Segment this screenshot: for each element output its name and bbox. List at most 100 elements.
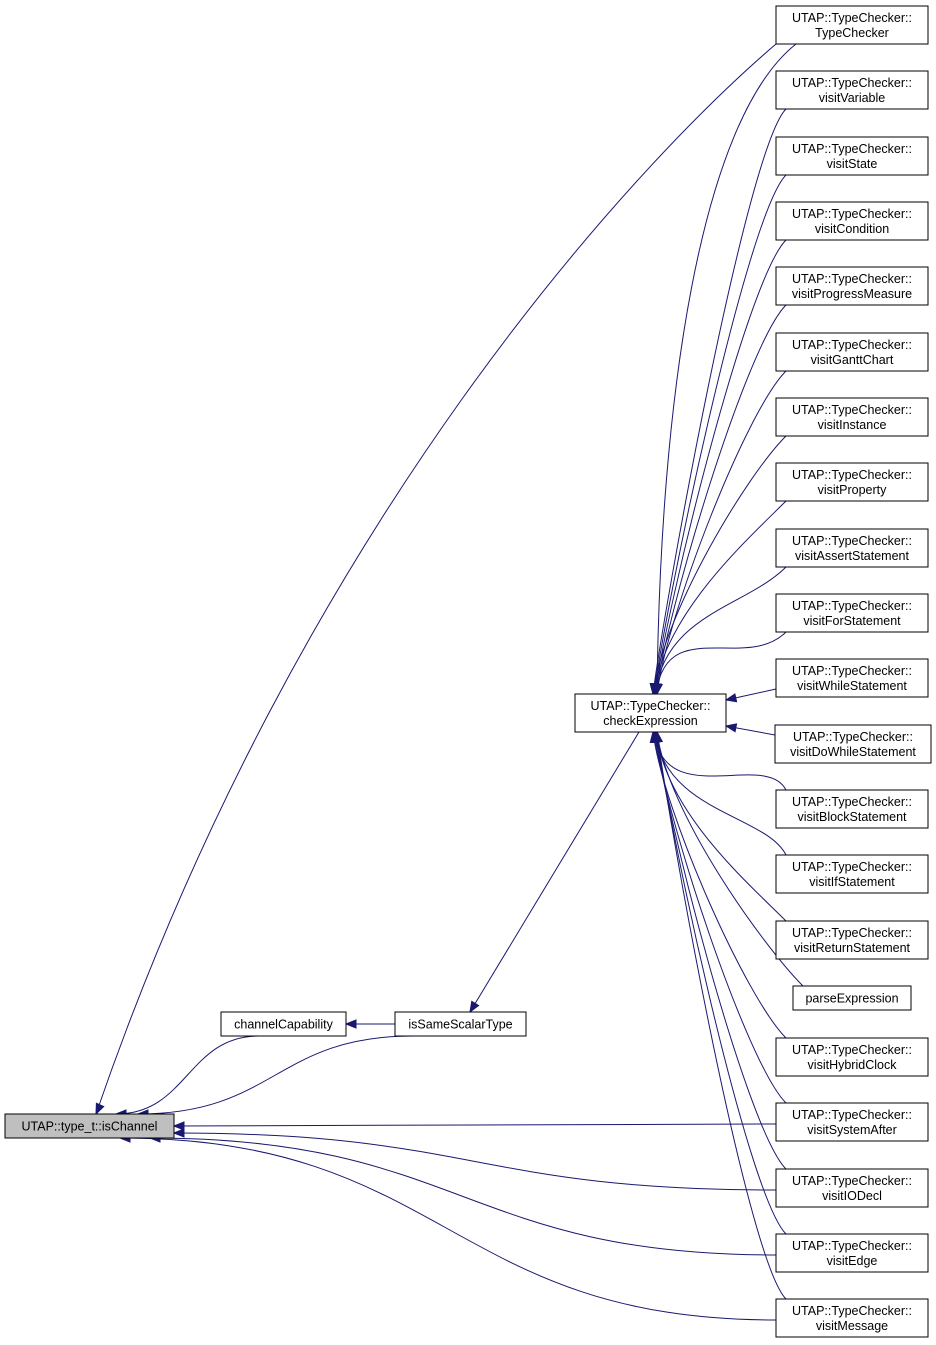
edge-visitblockstatement-to-checkexpression <box>650 730 787 791</box>
node-issamescalartype[interactable]: isSameScalarType <box>394 1011 527 1037</box>
edge-visitdowhilestatement-to-checkexpression <box>724 723 776 736</box>
edge-visitvariable-to-checkexpression <box>649 108 787 696</box>
arrowhead <box>172 1128 185 1138</box>
node-visitiodecl[interactable]: UTAP::TypeChecker::visitIODecl <box>775 1168 929 1208</box>
node-visithybridclock[interactable]: UTAP::TypeChecker::visitHybridClock <box>775 1037 929 1077</box>
edge-visitwhilestatement-to-checkexpression <box>724 688 777 703</box>
node-box <box>775 1037 929 1077</box>
node-label: UTAP::TypeChecker:: <box>792 1174 912 1188</box>
node-label: UTAP::TypeChecker:: <box>792 272 912 286</box>
node-label: UTAP::TypeChecker:: <box>591 699 711 713</box>
node-visitreturnstatement[interactable]: UTAP::TypeChecker::visitReturnStatement <box>775 920 929 960</box>
node-box <box>220 1011 347 1037</box>
node-box <box>775 5 929 45</box>
node-visitsystemafter[interactable]: UTAP::TypeChecker::visitSystemAfter <box>775 1102 929 1142</box>
node-label: UTAP::type_t::isChannel <box>22 1120 158 1134</box>
node-visitedge[interactable]: UTAP::TypeChecker::visitEdge <box>775 1233 929 1273</box>
edge-visitinstance-to-checkexpression <box>649 435 787 696</box>
node-box <box>792 985 912 1011</box>
edge-visitsystemafter-to-ischannel <box>172 1121 777 1131</box>
node-box <box>775 789 929 829</box>
node-box <box>775 201 929 241</box>
node-label: checkExpression <box>603 714 698 728</box>
arrowhead <box>724 723 738 733</box>
edge-issamescalartype-to-channelcapability <box>344 1019 395 1029</box>
node-label: TypeChecker <box>815 26 889 40</box>
node-label: visitProperty <box>818 483 888 497</box>
node-label: UTAP::TypeChecker:: <box>792 664 912 678</box>
edge-visitiodecl-to-ischannel <box>172 1128 777 1191</box>
edge-checkexpression-to-issamescalartype <box>469 731 640 1014</box>
node-typechecker[interactable]: UTAP::TypeChecker::TypeChecker <box>775 5 929 45</box>
arrowhead <box>95 1102 105 1116</box>
node-box <box>775 397 929 437</box>
node-visitganttchart[interactable]: UTAP::TypeChecker::visitGanttChart <box>775 332 929 372</box>
edge-visitmessage-to-checkexpression <box>653 730 787 1300</box>
node-label: UTAP::TypeChecker:: <box>792 207 912 221</box>
node-box <box>775 528 929 568</box>
node-label: visitEdge <box>827 1254 878 1268</box>
node-label: isSameScalarType <box>408 1018 512 1032</box>
node-label: UTAP::TypeChecker:: <box>792 338 912 352</box>
node-visitprogressmeasure[interactable]: UTAP::TypeChecker::visitProgressMeasure <box>775 266 929 306</box>
node-label: UTAP::TypeChecker:: <box>792 76 912 90</box>
node-visitinstance[interactable]: UTAP::TypeChecker::visitInstance <box>775 397 929 437</box>
arrowhead <box>469 1000 480 1014</box>
node-parseexpression[interactable]: parseExpression <box>792 985 912 1011</box>
node-box <box>574 693 727 733</box>
node-label: UTAP::TypeChecker:: <box>792 468 912 482</box>
edge-visitmessage-to-ischannel <box>118 1133 777 1321</box>
node-box <box>775 332 929 372</box>
node-label: visitForStatement <box>803 614 901 628</box>
node-label: visitReturnStatement <box>794 941 911 955</box>
node-visitifstatement[interactable]: UTAP::TypeChecker::visitIfStatement <box>775 854 929 894</box>
edge-visitifstatement-to-checkexpression <box>651 730 787 856</box>
node-visitproperty[interactable]: UTAP::TypeChecker::visitProperty <box>775 462 929 502</box>
node-box <box>775 920 929 960</box>
node-visitstate[interactable]: UTAP::TypeChecker::visitState <box>775 136 929 176</box>
node-label: UTAP::TypeChecker:: <box>792 795 912 809</box>
node-box <box>775 1233 929 1273</box>
edge-visitproperty-to-checkexpression <box>650 500 787 696</box>
node-label: visitVariable <box>819 91 886 105</box>
node-label: parseExpression <box>805 992 898 1006</box>
node-label: visitProgressMeasure <box>792 287 912 301</box>
edge-visitiodecl-to-checkexpression <box>651 730 787 1170</box>
node-box <box>775 136 929 176</box>
node-checkexpression[interactable]: UTAP::TypeChecker::checkExpression <box>574 693 727 733</box>
node-visitvariable[interactable]: UTAP::TypeChecker::visitVariable <box>775 70 929 110</box>
edges-layer <box>95 43 804 1321</box>
edge-visithybridclock-to-checkexpression <box>649 730 787 1039</box>
node-label: UTAP::TypeChecker:: <box>792 860 912 874</box>
edge-visitforstatement-to-checkexpression <box>652 631 787 696</box>
node-label: UTAP::TypeChecker:: <box>792 1108 912 1122</box>
node-label: visitInstance <box>818 418 887 432</box>
node-label: UTAP::TypeChecker:: <box>792 11 912 25</box>
node-visitwhilestatement[interactable]: UTAP::TypeChecker::visitWhileStatement <box>775 658 929 698</box>
node-visitforstatement[interactable]: UTAP::TypeChecker::visitForStatement <box>775 593 929 633</box>
node-label: visitAssertStatement <box>795 549 909 563</box>
arrowhead <box>653 730 664 744</box>
node-label: UTAP::TypeChecker:: <box>792 926 912 940</box>
node-visitassertstatement[interactable]: UTAP::TypeChecker::visitAssertStatement <box>775 528 929 568</box>
node-visitcondition[interactable]: UTAP::TypeChecker::visitCondition <box>775 201 929 241</box>
nodes-layer: UTAP::type_t::isChannel channelCapability… <box>4 5 932 1338</box>
node-box <box>4 1113 175 1139</box>
node-label: UTAP::TypeChecker:: <box>793 730 913 744</box>
node-label: UTAP::TypeChecker:: <box>792 534 912 548</box>
node-visitmessage[interactable]: UTAP::TypeChecker::visitMessage <box>775 1298 929 1338</box>
node-visitdowhilestatement[interactable]: UTAP::TypeChecker::visitDoWhileStatement <box>774 724 932 764</box>
node-label: UTAP::TypeChecker:: <box>792 1239 912 1253</box>
arrowhead <box>344 1019 357 1029</box>
edge-channelcapability-to-ischannel <box>114 1035 260 1119</box>
node-visitblockstatement[interactable]: UTAP::TypeChecker::visitBlockStatement <box>775 789 929 829</box>
node-box <box>775 70 929 110</box>
node-label: visitCondition <box>815 222 889 236</box>
node-box <box>775 1168 929 1208</box>
node-label: visitIfStatement <box>809 875 895 889</box>
node-ischannel[interactable]: UTAP::type_t::isChannel <box>4 1113 175 1139</box>
node-label: channelCapability <box>234 1018 333 1032</box>
node-label: visitDoWhileStatement <box>790 745 916 759</box>
node-channelcapability[interactable]: channelCapability <box>220 1011 347 1037</box>
